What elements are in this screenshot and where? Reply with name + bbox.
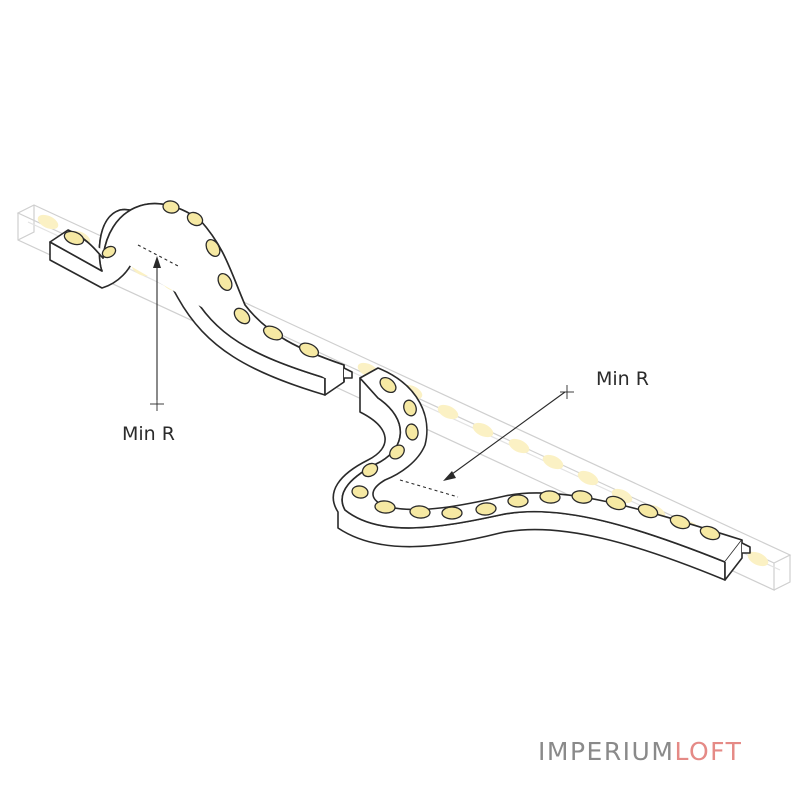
led-chips [63, 200, 721, 541]
led-chip [351, 485, 369, 499]
ghost-led [542, 454, 564, 470]
ghost-led [508, 438, 530, 454]
led-chip [409, 505, 431, 519]
led-chip [162, 200, 180, 214]
led-chip [475, 502, 497, 516]
led-chip [186, 211, 204, 227]
led-chip [361, 462, 379, 478]
led-chip [101, 245, 117, 259]
led-chip [205, 238, 221, 258]
min-radius-indicator-left [137, 244, 181, 411]
brand-logo: IMPERIUMLOFT [538, 737, 742, 766]
led-chip [298, 342, 320, 358]
brand-logo-part2: LOFT [674, 737, 742, 766]
led-chip [571, 490, 593, 504]
led-chip [405, 423, 419, 441]
led-chip [637, 503, 659, 519]
led-chip [233, 307, 251, 325]
ghost-led [747, 551, 769, 567]
led-chip [217, 272, 233, 292]
ghost-led [472, 422, 494, 438]
led-chip [605, 495, 627, 511]
led-chip [699, 525, 721, 541]
led-chip [63, 230, 85, 246]
min-radius-indicator-right [399, 385, 574, 498]
ghost-led [437, 404, 459, 420]
led-chip [389, 444, 405, 460]
led-chip [669, 514, 691, 530]
led-strip-segment-left [49, 202, 353, 396]
min-r-label-right: Min R [596, 368, 649, 390]
led-chip [441, 506, 463, 520]
min-r-label-left: Min R [122, 423, 175, 445]
led-chip [539, 490, 561, 504]
led-chip [262, 325, 284, 341]
ghost-led [37, 214, 59, 230]
ghost-led [577, 470, 599, 486]
led-chip [379, 376, 397, 394]
brand-logo-part1: IMPERIUM [538, 737, 674, 766]
led-chip [507, 494, 529, 508]
led-chip [403, 399, 417, 417]
led-chip [374, 500, 396, 514]
led-strip-segment-right [332, 367, 751, 581]
